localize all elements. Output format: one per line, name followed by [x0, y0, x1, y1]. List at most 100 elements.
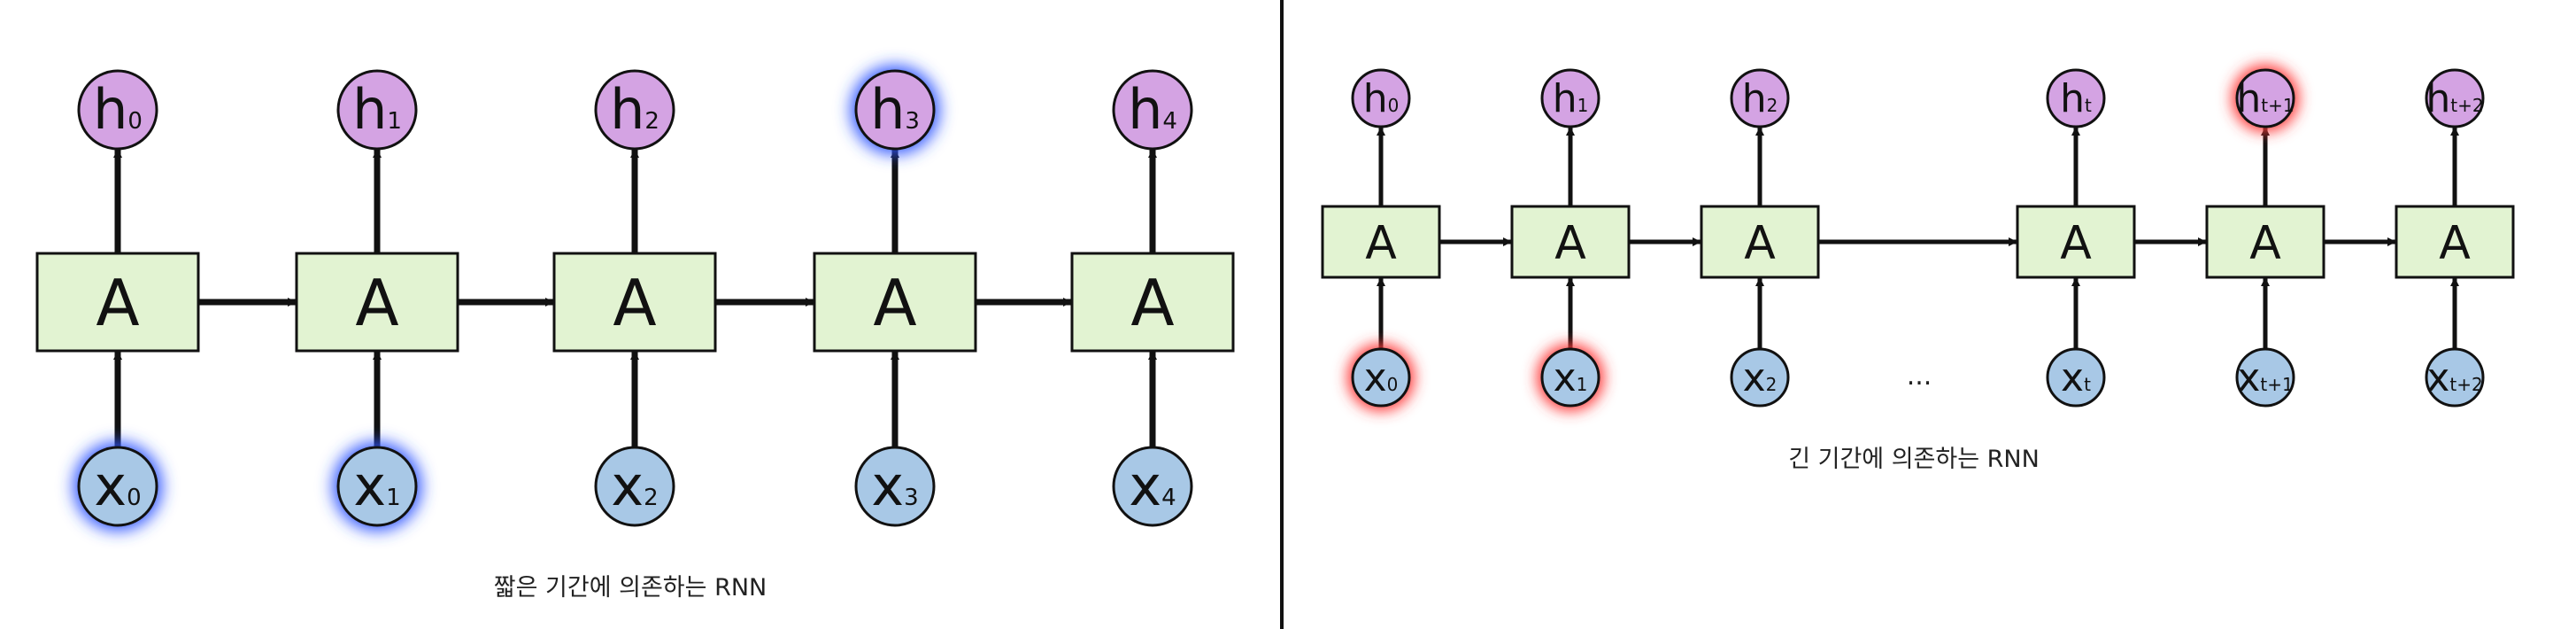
x-label: x2	[1743, 355, 1778, 400]
rnn-cell-label: A	[1554, 217, 1586, 270]
h-letter: h	[610, 77, 644, 142]
x-letter: x	[2237, 355, 2260, 400]
h-node	[2046, 68, 2106, 128]
x-node	[2235, 347, 2295, 408]
h-node	[2235, 68, 2295, 128]
x-label: x2	[611, 454, 658, 518]
h-letter: h	[2060, 76, 2085, 121]
x-node	[2046, 347, 2106, 408]
x-subscript: 3	[904, 485, 919, 511]
h-subscript: t+1	[2261, 95, 2294, 116]
h-subscript: 2	[1767, 95, 1778, 116]
x-letter: x	[611, 454, 644, 518]
rnn-cell-box	[2205, 205, 2325, 279]
h-label: h1	[352, 77, 402, 142]
h-node	[336, 69, 418, 151]
x-letter: x	[2061, 355, 2084, 400]
rnn-cell-box	[1510, 205, 1631, 279]
rnn-step-5: Aht+2xt+2	[2395, 68, 2515, 408]
h-label: ht+2	[2426, 76, 2483, 121]
h-label: h1	[1553, 76, 1589, 121]
x-label: x1	[1554, 355, 1588, 400]
x-subscript: 2	[1766, 374, 1778, 395]
h-node	[854, 69, 936, 151]
h-node	[1112, 69, 1193, 151]
x-subscript: 4	[1161, 485, 1176, 511]
x-subscript: 1	[1577, 374, 1588, 395]
h-label: h0	[93, 77, 143, 142]
h-letter: h	[870, 77, 905, 142]
h-label: h2	[610, 77, 659, 142]
h-subscript: 1	[1577, 95, 1589, 116]
h-node	[1540, 68, 1600, 128]
h-letter: h	[1128, 77, 1162, 142]
h-letter: h	[93, 77, 127, 142]
h-label: h0	[1363, 76, 1400, 121]
h-node	[77, 69, 158, 151]
x-letter: x	[1364, 355, 1387, 400]
rnn-cell-box	[1070, 252, 1235, 353]
rnn-cell-label: A	[355, 266, 398, 340]
h-label: h4	[1128, 77, 1177, 142]
x-letter: x	[353, 454, 386, 518]
rnn-cell-label: A	[613, 266, 656, 340]
h-letter: h	[1742, 76, 1767, 121]
rnn-cell-box	[35, 252, 200, 353]
x-letter: x	[94, 454, 127, 518]
x-subscript: 0	[1387, 374, 1399, 395]
x-letter: x	[1743, 355, 1766, 400]
rnn-cell-label: A	[2060, 217, 2092, 270]
x-label: x0	[94, 454, 141, 518]
rnn-cell-box	[552, 252, 717, 353]
x-subscript: t+1	[2260, 374, 2293, 395]
x-subscript: 1	[386, 485, 401, 511]
h-label: h3	[870, 77, 920, 142]
x-node	[1540, 347, 1600, 408]
h-subscript: t	[2085, 95, 2092, 116]
x-letter: x	[1129, 454, 1161, 518]
h-letter: h	[1363, 76, 1388, 121]
h-label: ht+1	[2236, 76, 2294, 121]
x-node	[1351, 347, 1411, 408]
x-node	[2425, 347, 2485, 408]
h-letter: h	[1553, 76, 1577, 121]
x-label: x0	[1364, 355, 1399, 400]
rnn-cell-label: A	[1365, 217, 1397, 270]
x-subscript: 0	[127, 485, 142, 511]
h-letter: h	[2426, 76, 2450, 121]
x-node	[1730, 347, 1790, 408]
x-node	[1112, 446, 1193, 527]
rnn-cell-label: A	[1130, 266, 1174, 340]
h-node	[2425, 68, 2485, 128]
h-node	[1351, 68, 1411, 128]
x-subscript: 2	[644, 485, 659, 511]
x-label: x4	[1129, 454, 1176, 518]
h-node	[1730, 68, 1790, 128]
x-letter: x	[2426, 355, 2449, 400]
x-label: xt+2	[2426, 355, 2482, 400]
h-subscript: t+2	[2450, 95, 2483, 116]
x-subscript: t+2	[2449, 374, 2482, 395]
h-label: ht	[2060, 76, 2092, 121]
rnn-cell-label: A	[1744, 217, 1776, 270]
h-subscript: 0	[1388, 95, 1400, 116]
h-label: h2	[1742, 76, 1778, 121]
h-subscript: 0	[127, 108, 143, 135]
h-letter: h	[352, 77, 387, 142]
rnn-cell-label: A	[2439, 217, 2471, 270]
rnn-cell-box	[2016, 205, 2136, 279]
x-label: x1	[353, 454, 400, 518]
x-node	[854, 446, 936, 527]
rnn-step-4: Aht+1xt+1	[2205, 65, 2325, 408]
rnn-step-3: Aht x t	[2016, 68, 2136, 408]
